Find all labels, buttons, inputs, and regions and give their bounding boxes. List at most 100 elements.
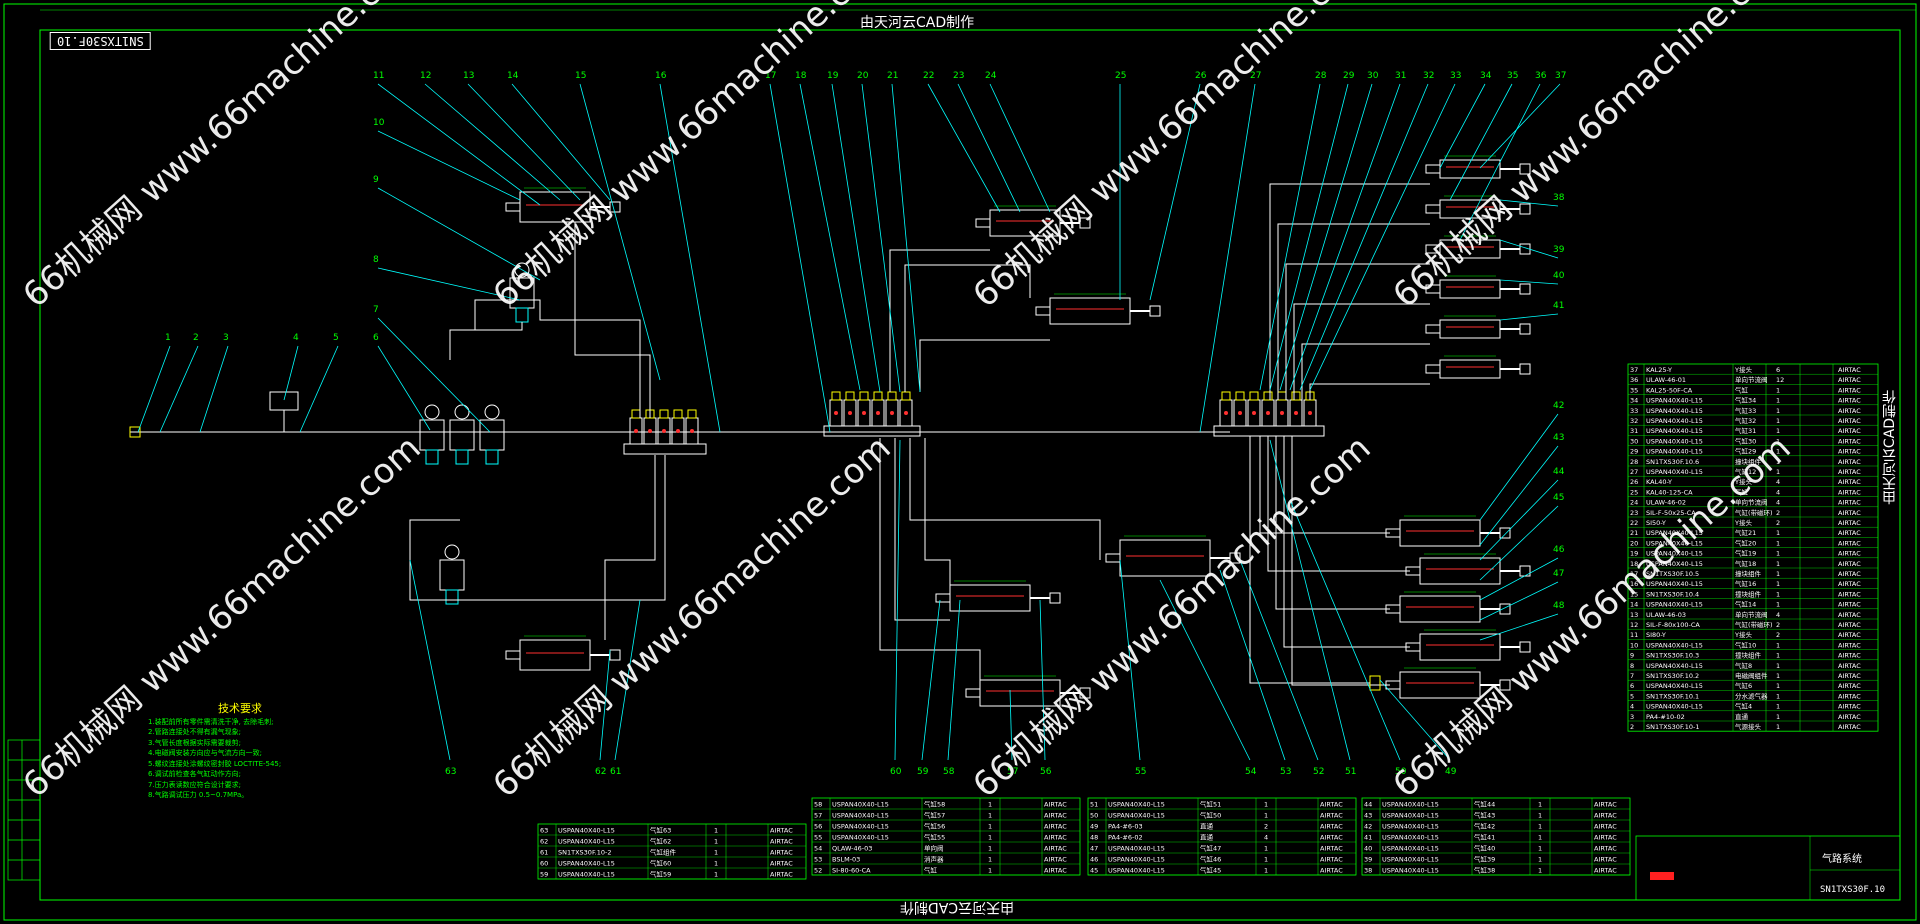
air-pipe bbox=[1291, 436, 1390, 686]
note-line: 8.气路调试压力 0.5~0.7MPa。 bbox=[148, 791, 249, 799]
callout-leader bbox=[659, 83, 721, 433]
valve-port bbox=[676, 429, 680, 433]
bom-cell: 气缸 bbox=[1735, 487, 1749, 496]
air-pipe bbox=[1285, 263, 1430, 400]
note-line: 7.压力表读数应符合设计要求; bbox=[148, 780, 242, 789]
manifold-base bbox=[823, 425, 921, 437]
callout-number: 53 bbox=[1280, 767, 1291, 777]
valve-port bbox=[848, 411, 852, 415]
bom-cell: 电磁阀组件 bbox=[1735, 671, 1768, 680]
bom-cell: 11 bbox=[1630, 631, 1638, 639]
valve-port bbox=[834, 411, 838, 415]
rod-end bbox=[1499, 527, 1511, 539]
bom-cell: AIRTAC bbox=[1838, 580, 1861, 588]
bom-cell: PA4-#10-02 bbox=[1646, 713, 1685, 721]
bom-cell: 气缸20 bbox=[1735, 538, 1756, 547]
bom-cell: 气缸45 bbox=[1200, 866, 1221, 875]
filter-bowl bbox=[419, 419, 445, 451]
pressure-gauge bbox=[514, 262, 530, 278]
bom-cell: USPAN40X40-L15 bbox=[1646, 601, 1703, 609]
bom-cell: 气源接头 bbox=[1735, 722, 1762, 731]
callout-number: 21 bbox=[887, 71, 898, 81]
callout-number: 45 bbox=[1553, 493, 1564, 503]
bom-cell: Y接头 bbox=[1734, 630, 1752, 639]
bom-cell: AIRTAC bbox=[1044, 823, 1067, 831]
bom-cell: 40 bbox=[1364, 845, 1372, 853]
callout-leader bbox=[1039, 599, 1046, 761]
valve-port bbox=[904, 411, 908, 415]
bom-cell: AIRTAC bbox=[1838, 448, 1861, 456]
bom-cell: AIRTAC bbox=[1838, 601, 1861, 609]
bom-cell: 4 bbox=[1776, 488, 1780, 496]
bom-cell: AIRTAC bbox=[1838, 550, 1861, 558]
bom-cell: 1 bbox=[1776, 713, 1780, 721]
callout-leader bbox=[1199, 83, 1256, 433]
bom-cell: 13 bbox=[1630, 611, 1638, 619]
bom-cell: 气缸29 bbox=[1735, 447, 1756, 456]
bom-cell: 1 bbox=[1264, 801, 1268, 809]
bom-cell: AIRTAC bbox=[1838, 417, 1861, 425]
cylinder-right-bottom-1 bbox=[1385, 515, 1511, 547]
bom-cell: AIRTAC bbox=[1838, 458, 1861, 466]
bom-cell: AIRTAC bbox=[1838, 682, 1861, 690]
callout-leader bbox=[1279, 83, 1373, 391]
note-line: 3.气管长度根据实际需要裁剪; bbox=[148, 738, 242, 747]
callout-number: 32 bbox=[1423, 71, 1434, 81]
pressure-gauge bbox=[454, 404, 470, 420]
air-pipe bbox=[889, 249, 990, 392]
callout-number: 7 bbox=[373, 305, 379, 315]
bom-cell: 气缸组件 bbox=[650, 848, 677, 857]
callout-leader bbox=[921, 599, 941, 761]
bom-cell: 42 bbox=[1364, 823, 1372, 831]
bom-cell: 1 bbox=[1776, 601, 1780, 609]
bom-cell: SN1TXS30F.10.1 bbox=[1646, 692, 1699, 700]
callout-leader bbox=[1479, 479, 1559, 561]
bom-cell: 气缸42 bbox=[1474, 822, 1495, 831]
bom-cell: 36 bbox=[1630, 376, 1638, 384]
bom-cell: 41 bbox=[1364, 834, 1372, 842]
callout-number: 60 bbox=[890, 767, 902, 777]
pressure-gauge bbox=[444, 544, 460, 560]
bom-cell: 气缸57 bbox=[924, 811, 945, 820]
cylinder-body bbox=[1049, 297, 1131, 325]
bom-cell: 单向阀 bbox=[924, 844, 944, 853]
valve-manifold-2 bbox=[823, 391, 921, 437]
bom-cell: USPAN40X40-L15 bbox=[1108, 845, 1165, 853]
bom-cell: 56 bbox=[814, 823, 822, 831]
bom-cell: 气缸4 bbox=[1735, 702, 1752, 711]
bom-cell: USPAN40X40-L15 bbox=[1646, 417, 1703, 425]
bom-cell: 6 bbox=[1630, 682, 1634, 690]
bom-cell: 9 bbox=[1630, 652, 1634, 660]
pneumatic-schematic bbox=[129, 155, 1531, 707]
rod-end bbox=[1519, 323, 1531, 335]
drain bbox=[445, 589, 459, 605]
bom-cell: 单向节流阀 bbox=[1735, 498, 1768, 507]
bom-cell: 消声器 bbox=[924, 855, 944, 864]
bom-cell: 1 bbox=[1538, 812, 1542, 820]
air-pipe bbox=[909, 438, 1101, 560]
bom-cell: 2 bbox=[1776, 621, 1780, 629]
bom-cell: 1 bbox=[714, 860, 718, 868]
bom-cell: 1 bbox=[714, 871, 718, 879]
bom-cell: SIL-F-50x25-CA bbox=[1646, 509, 1696, 517]
bom-cell: 10 bbox=[1630, 641, 1638, 649]
valve-port bbox=[1224, 411, 1228, 415]
air-pipe bbox=[894, 438, 950, 621]
valve-port bbox=[876, 411, 880, 415]
bom-cell: 25 bbox=[1630, 488, 1638, 496]
callout-leader bbox=[861, 83, 901, 393]
air-pipe bbox=[1275, 436, 1390, 610]
regulator-bottom bbox=[439, 544, 465, 605]
callout-number: 61 bbox=[610, 767, 621, 777]
bom-cell: 单向节流阀 bbox=[1735, 610, 1768, 619]
bom-cell: 3 bbox=[1630, 713, 1634, 721]
bom-cell: 37 bbox=[1630, 366, 1638, 374]
bom-cell: AIRTAC bbox=[1320, 801, 1343, 809]
bom-cell: USPAN40X40-L15 bbox=[1382, 856, 1439, 864]
bom-cell: 2 bbox=[1776, 519, 1780, 527]
cylinder-right-top-2 bbox=[1425, 195, 1531, 219]
cylinder-body bbox=[1439, 359, 1501, 379]
bom-cell: 气缸58 bbox=[924, 800, 945, 809]
callout-leader bbox=[1499, 239, 1559, 259]
